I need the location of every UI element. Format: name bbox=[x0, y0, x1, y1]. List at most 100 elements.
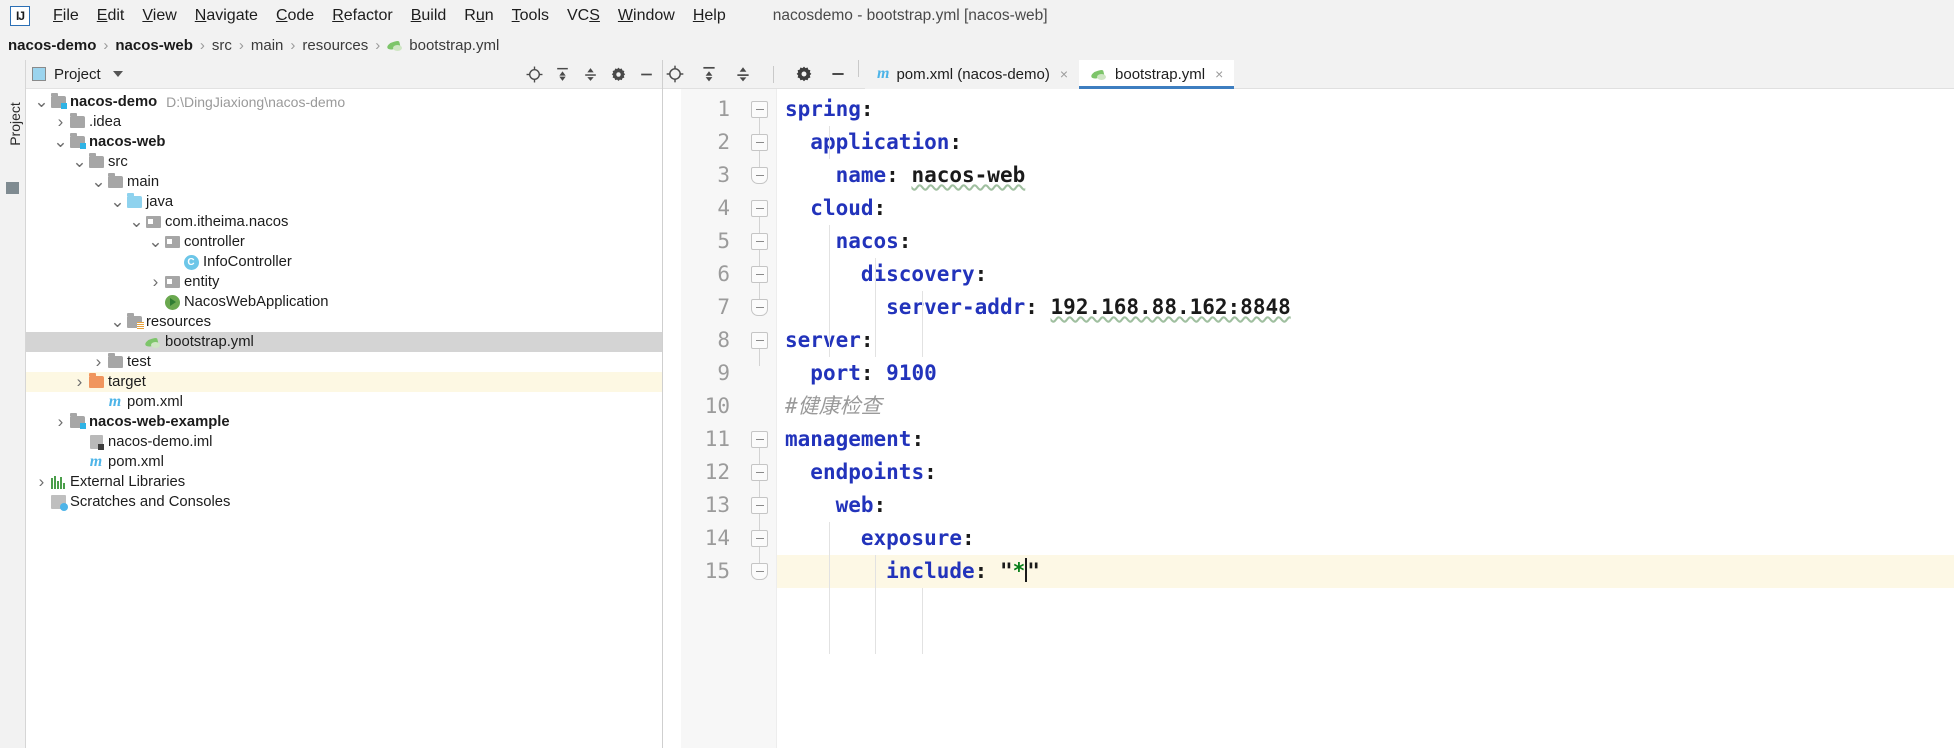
chevron-down-icon[interactable]: ⌄ bbox=[129, 212, 144, 231]
menu-item-refactor[interactable]: Refactor bbox=[332, 6, 393, 24]
menu-item-vcs[interactable]: VCS bbox=[567, 6, 600, 24]
fold-toggle-icon[interactable] bbox=[751, 530, 768, 547]
tree-row-external-libraries[interactable]: ›External Libraries bbox=[26, 472, 662, 492]
breadcrumb-item-src[interactable]: src bbox=[212, 37, 232, 54]
code-line-1[interactable]: spring: bbox=[785, 97, 874, 121]
code-line-7[interactable]: server-addr: 192.168.88.162:8848 bbox=[886, 295, 1291, 319]
tree-row-nacos-demo-iml[interactable]: nacos-demo.iml bbox=[26, 432, 662, 452]
chevron-down-icon[interactable] bbox=[112, 71, 123, 77]
tree-row-entity[interactable]: ›entity bbox=[26, 272, 662, 292]
menu-item-view[interactable]: View bbox=[142, 6, 177, 24]
code-line-8[interactable]: server: bbox=[785, 328, 874, 352]
tree-row-test[interactable]: ›test bbox=[26, 352, 662, 372]
breadcrumb-item-bootstrap-yml[interactable]: bootstrap.yml bbox=[387, 37, 499, 54]
tree-row-java[interactable]: ⌄java bbox=[26, 192, 662, 212]
chevron-down-icon[interactable]: ⌄ bbox=[34, 92, 49, 111]
tree-row-nacos-web[interactable]: ⌄nacos-web bbox=[26, 132, 662, 152]
close-icon[interactable]: × bbox=[1215, 66, 1224, 82]
code-line-2[interactable]: application: bbox=[810, 130, 963, 154]
chevron-down-icon[interactable]: ⌄ bbox=[148, 232, 163, 251]
fold-toggle-icon[interactable] bbox=[751, 101, 768, 118]
code-line-4[interactable]: cloud: bbox=[810, 196, 887, 220]
tree-row-nacos-web-example[interactable]: ›nacos-web-example bbox=[26, 412, 662, 432]
code-line-10[interactable]: #健康检查 bbox=[777, 390, 1954, 423]
fold-toggle-icon[interactable] bbox=[751, 167, 768, 184]
menu-item-edit[interactable]: Edit bbox=[96, 6, 125, 24]
close-icon[interactable]: × bbox=[1059, 66, 1069, 82]
expand-all-icon[interactable] bbox=[552, 64, 572, 84]
chevron-down-icon[interactable]: ⌄ bbox=[110, 312, 125, 331]
menu-item-window[interactable]: Window bbox=[617, 6, 675, 24]
fold-toggle-icon[interactable] bbox=[751, 200, 768, 217]
fold-toggle-icon[interactable] bbox=[751, 332, 768, 349]
menu-item-navigate[interactable]: Navigate bbox=[194, 6, 258, 24]
settings-gear-icon[interactable] bbox=[794, 64, 814, 84]
code-line-3[interactable]: name: nacos-web bbox=[835, 163, 1026, 187]
menu-item-help[interactable]: Help bbox=[692, 6, 726, 24]
tree-row-com-itheima-nacos[interactable]: ⌄com.itheima.nacos bbox=[26, 212, 662, 232]
breadcrumb-item-resources[interactable]: resources bbox=[302, 37, 368, 54]
chevron-right-icon[interactable]: › bbox=[152, 272, 159, 291]
code-line-12[interactable]: endpoints: bbox=[810, 460, 937, 484]
expand-all-icon[interactable] bbox=[699, 64, 719, 84]
locate-icon[interactable] bbox=[524, 64, 544, 84]
collapse-all-icon[interactable] bbox=[733, 64, 753, 84]
code-editor-content[interactable]: spring: application: name: nacos-web clo… bbox=[777, 89, 1954, 748]
chevron-down-icon[interactable]: ⌄ bbox=[91, 172, 106, 191]
code-line-14[interactable]: exposure: bbox=[860, 526, 975, 550]
fold-toggle-icon[interactable] bbox=[751, 134, 768, 151]
code-line-6[interactable]: discovery: bbox=[860, 262, 988, 286]
collapse-all-icon[interactable] bbox=[580, 64, 600, 84]
tree-row-src[interactable]: ⌄src bbox=[26, 152, 662, 172]
tree-row-nacoswebapplication[interactable]: NacosWebApplication bbox=[26, 292, 662, 312]
chevron-right-icon[interactable]: › bbox=[95, 352, 102, 371]
code-line-13[interactable]: web: bbox=[835, 493, 887, 517]
menu-item-build[interactable]: Build bbox=[410, 6, 447, 24]
menu-item-file[interactable]: File bbox=[53, 6, 79, 24]
tool-window-tab-project[interactable]: Project bbox=[7, 102, 23, 146]
locate-icon[interactable] bbox=[665, 64, 685, 84]
tree-row-target[interactable]: ›target bbox=[26, 372, 662, 392]
fold-toggle-icon[interactable] bbox=[751, 464, 768, 481]
tree-row--idea[interactable]: ›.idea bbox=[26, 112, 662, 132]
fold-toggle-icon[interactable] bbox=[751, 266, 768, 283]
breadcrumb-item-nacos-web[interactable]: nacos-web bbox=[115, 37, 193, 54]
structure-tool-icon[interactable] bbox=[6, 182, 19, 194]
code-line-11[interactable]: management: bbox=[785, 427, 925, 451]
chevron-right-icon[interactable]: › bbox=[76, 372, 83, 391]
code-line-15[interactable]: include: "*" bbox=[777, 555, 1954, 588]
fold-toggle-icon[interactable] bbox=[751, 299, 768, 316]
breadcrumb-item-main[interactable]: main bbox=[251, 37, 284, 54]
chevron-down-icon[interactable]: ⌄ bbox=[110, 192, 125, 211]
fold-toggle-icon[interactable] bbox=[751, 497, 768, 514]
fold-toggle-icon[interactable] bbox=[751, 563, 768, 580]
fold-toggle-icon[interactable] bbox=[751, 233, 768, 250]
chevron-right-icon[interactable]: › bbox=[57, 412, 64, 431]
breadcrumb-item-nacos-demo[interactable]: nacos-demo bbox=[8, 37, 96, 54]
code-folding-gutter[interactable] bbox=[743, 89, 777, 748]
tree-row-resources[interactable]: ⌄resources bbox=[26, 312, 662, 332]
tree-row-scratches-and-consoles[interactable]: Scratches and Consoles bbox=[26, 492, 662, 512]
tree-row-controller[interactable]: ⌄controller bbox=[26, 232, 662, 252]
fold-toggle-icon[interactable] bbox=[751, 431, 768, 448]
code-line-9[interactable]: port: 9100 bbox=[810, 361, 937, 385]
menu-item-run[interactable]: Run bbox=[464, 6, 494, 24]
tree-row-bootstrap-yml[interactable]: bootstrap.yml bbox=[26, 332, 662, 352]
menu-item-code[interactable]: Code bbox=[275, 6, 315, 24]
chevron-right-icon[interactable]: › bbox=[38, 472, 45, 491]
code-line-5[interactable]: nacos: bbox=[835, 229, 912, 253]
tree-row-main[interactable]: ⌄main bbox=[26, 172, 662, 192]
editor-tab-bootstrap-yml[interactable]: bootstrap.yml× bbox=[1079, 59, 1235, 89]
hide-panel-icon[interactable] bbox=[828, 64, 848, 84]
chevron-right-icon[interactable]: › bbox=[57, 112, 64, 131]
settings-gear-icon[interactable] bbox=[608, 64, 628, 84]
chevron-down-icon[interactable]: ⌄ bbox=[53, 132, 68, 151]
menu-item-tools[interactable]: Tools bbox=[511, 6, 549, 24]
